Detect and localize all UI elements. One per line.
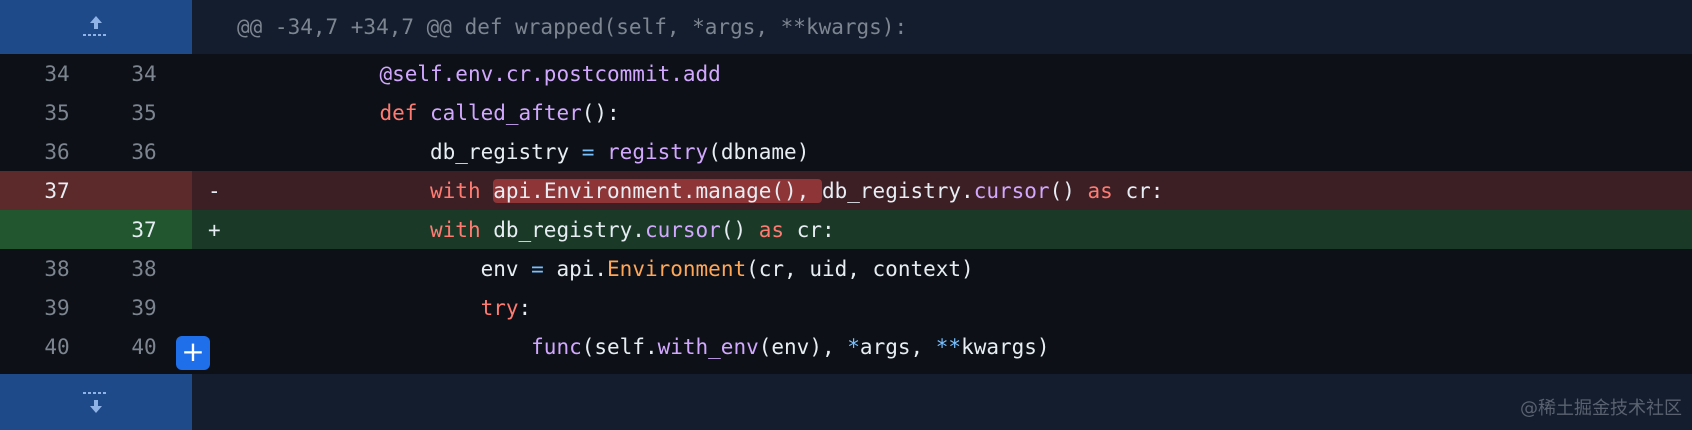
expand-down-icon: [83, 392, 106, 413]
code-line: with db_registry.cursor() as cr:: [253, 210, 1692, 249]
code-line: @self.env.cr.postcommit.add: [253, 54, 1692, 93]
diff-line: 39 39 try:: [0, 288, 1692, 327]
old-line-number[interactable]: 40: [44, 334, 70, 359]
diff-line: 36 36 db_registry = registry(dbname): [0, 132, 1692, 171]
old-line-number[interactable]: 35: [44, 100, 70, 125]
code-line: def called_after():: [379, 100, 620, 125]
diff-line: 34 34 @self.env.cr.postcommit.add: [0, 54, 1692, 93]
new-line-number[interactable]: 34: [131, 61, 157, 86]
new-line-number[interactable]: 36: [131, 139, 157, 164]
new-line-number[interactable]: 39: [131, 295, 157, 320]
decorator: @self.env.cr.postcommit.add: [379, 61, 721, 86]
diff-marker: [192, 249, 253, 288]
hunk-header-top: @@ -34,7 +34,7 @@ def wrapped(self, *arg…: [0, 0, 1692, 54]
new-line-number[interactable]: 35: [131, 100, 157, 125]
old-line-number[interactable]: 37: [0, 171, 96, 210]
watermark: @稀土掘金技术社区: [1520, 398, 1682, 419]
diff-marker: [192, 54, 253, 93]
old-line-number[interactable]: 38: [44, 256, 70, 281]
add-comment-button[interactable]: +: [176, 336, 210, 370]
new-line-number[interactable]: 37: [96, 210, 192, 249]
hunk-footer-fill: [192, 374, 1692, 430]
hunk-footer-bottom: [0, 374, 1692, 430]
hunk-header-text: @@ -34,7 +34,7 @@ def wrapped(self, *arg…: [192, 0, 1692, 54]
code-line: func(self.with_env(env), *args, **kwargs…: [531, 334, 1050, 359]
new-line-number[interactable]: [96, 171, 192, 210]
code-line: env = api.Environment(cr, uid, context): [480, 256, 974, 281]
diff-marker-plus: +: [192, 210, 253, 249]
old-line-number[interactable]: 39: [44, 295, 70, 320]
old-line-number[interactable]: 34: [44, 61, 70, 86]
new-line-number[interactable]: 38: [131, 256, 157, 281]
diff-marker: [192, 93, 253, 132]
diff-line-added: 37 + with db_registry.cursor() as cr:: [0, 210, 1692, 249]
code-line: db_registry = registry(dbname): [430, 139, 810, 164]
diff-line: 35 35 def called_after():: [0, 93, 1692, 132]
old-line-number[interactable]: 36: [44, 139, 70, 164]
code-line: try:: [480, 295, 532, 320]
new-line-number[interactable]: 40: [131, 334, 157, 359]
removed-token-highlight: api.Environment.manage(),: [493, 178, 822, 203]
old-line-number[interactable]: [0, 210, 96, 249]
diff-line: 38 38 env = api.Environment(cr, uid, con…: [0, 249, 1692, 288]
expand-up-icon: [83, 16, 106, 36]
expand-up-button[interactable]: [0, 0, 192, 54]
diff-line-deleted: 37 - with api.Environment.manage(), db_r…: [0, 171, 1692, 210]
diff-line: 40 40 func(self.with_env(env), *args, **…: [0, 327, 1692, 366]
diff-marker-minus: -: [192, 171, 253, 210]
expand-down-button[interactable]: [0, 374, 192, 430]
code-line: with api.Environment.manage(), db_regist…: [253, 171, 1692, 210]
diff-marker: [192, 132, 253, 171]
diff-marker: [192, 288, 253, 327]
